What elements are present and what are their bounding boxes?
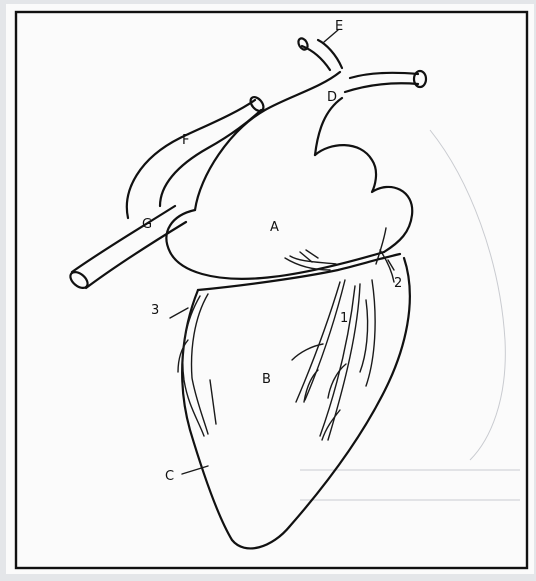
label-A: A [270, 220, 279, 235]
label-1: 1 [340, 311, 348, 326]
label-2: 2 [394, 276, 402, 291]
paper-sheet [6, 4, 534, 574]
label-C: C [165, 469, 174, 484]
label-F: F [182, 133, 189, 148]
label-E: E [335, 19, 343, 34]
label-D: D [327, 90, 337, 105]
label-B: B [262, 372, 271, 387]
label-3: 3 [151, 303, 159, 318]
label-G: G [142, 217, 152, 232]
